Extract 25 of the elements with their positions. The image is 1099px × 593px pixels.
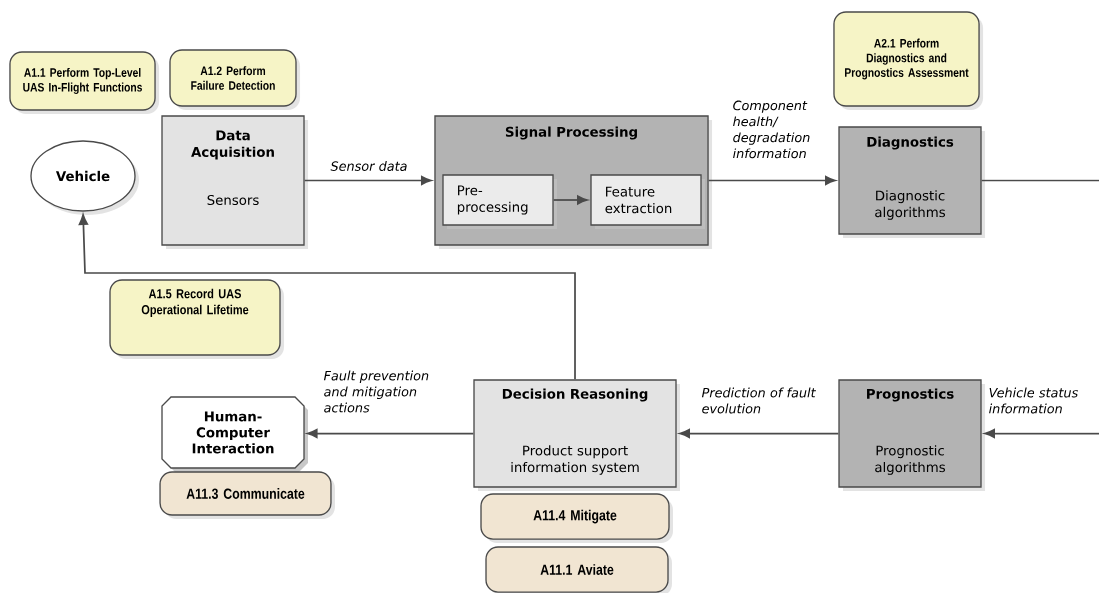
task-box: A2.1 Perform Diagnostics and Prognostics Assessment	[833, 11, 984, 110]
task-box: A1.5 Record UAS Operational Lifetime	[109, 279, 284, 359]
process-box: Prognostics Prognostic algorithms	[838, 379, 985, 491]
process-box: Decision Reasoning Product support information system	[473, 379, 680, 491]
arrow	[679, 428, 840, 439]
task-box: A1.2 Perform Failure Detection	[169, 49, 300, 110]
task-box: A1.1 Perform Top-Level UAS In-Flight Functions	[9, 51, 160, 114]
edge-label: Component health/ degradation information	[733, 100, 810, 159]
activity-box: A11.1 Aviate	[485, 546, 672, 593]
arrow	[306, 428, 475, 439]
arrow	[984, 428, 1099, 439]
edge-label: Prediction of fault evolution	[701, 387, 816, 414]
arrow	[552, 195, 588, 205]
process-box: Feature extraction	[590, 174, 705, 229]
activity-box: A11.4 Mitigate	[480, 493, 673, 544]
activity-box: A11.3 Communicate	[159, 471, 335, 519]
arrow	[78, 214, 576, 381]
edge-label: Sensor data	[330, 161, 407, 171]
edge-label: Fault prevention and mitigation actions	[323, 370, 429, 413]
process-box: Diagnostics Diagnostic algorithms	[838, 126, 985, 238]
process-box: Pre-processing	[442, 174, 557, 229]
process-box: Data Acquisition Sensors	[161, 115, 308, 250]
arrow	[707, 175, 836, 186]
edge-label: Vehicle status information	[989, 387, 1078, 414]
arrow	[303, 175, 432, 186]
